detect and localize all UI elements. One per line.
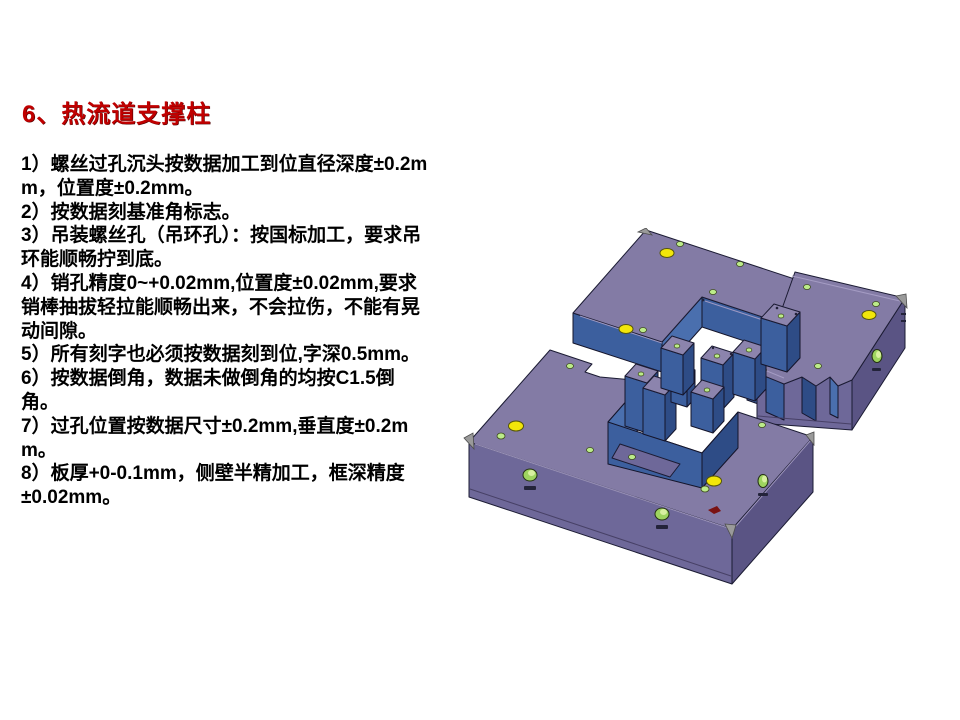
note-item-8: 8）板厚+0-0.1mm，侧壁半精加工，框深精度±0.02mm。 [21,463,405,509]
cad-render [440,228,940,588]
note-item-3: 3）吊装螺丝孔（吊环孔）：按国标加工，要求吊环能顺畅拧到底。 [21,225,422,271]
note-item-7: 7）过孔位置按数据尺寸±0.2mm,垂直度±0.2mm。 [21,415,409,461]
note-item-2: 2）按数据刻基准角标志。 [21,201,241,223]
screw-holes-lower [496,363,766,493]
note-item-6: 6）按数据倒角，数据未做倒角的均按C1.5倒角。 [21,368,395,413]
cad-render-svg [463,228,908,585]
slide-title: 6、热流道支撑柱 [22,101,212,128]
side-holes-lower [522,468,769,529]
notes-block: 1）螺丝过孔沉头按数据加工到位直径深度±0.2mm，位置度±0.2mm。 2）按… [21,153,429,510]
plate-lower-left [463,349,815,585]
support-posts [624,303,801,442]
note-item-4: 4）销孔精度0~+0.02mm,位置度±0.02mm,要求销棒抽拔轻拉能顺畅出来… [21,272,421,342]
note-item-1: 1）螺丝过孔沉头按数据加工到位直径深度±0.2mm，位置度±0.2mm。 [21,154,428,199]
side-hole-right [871,313,906,371]
note-item-5: 5）所有刻字也必须按数据刻到位,字深0.5mm。 [21,344,421,366]
